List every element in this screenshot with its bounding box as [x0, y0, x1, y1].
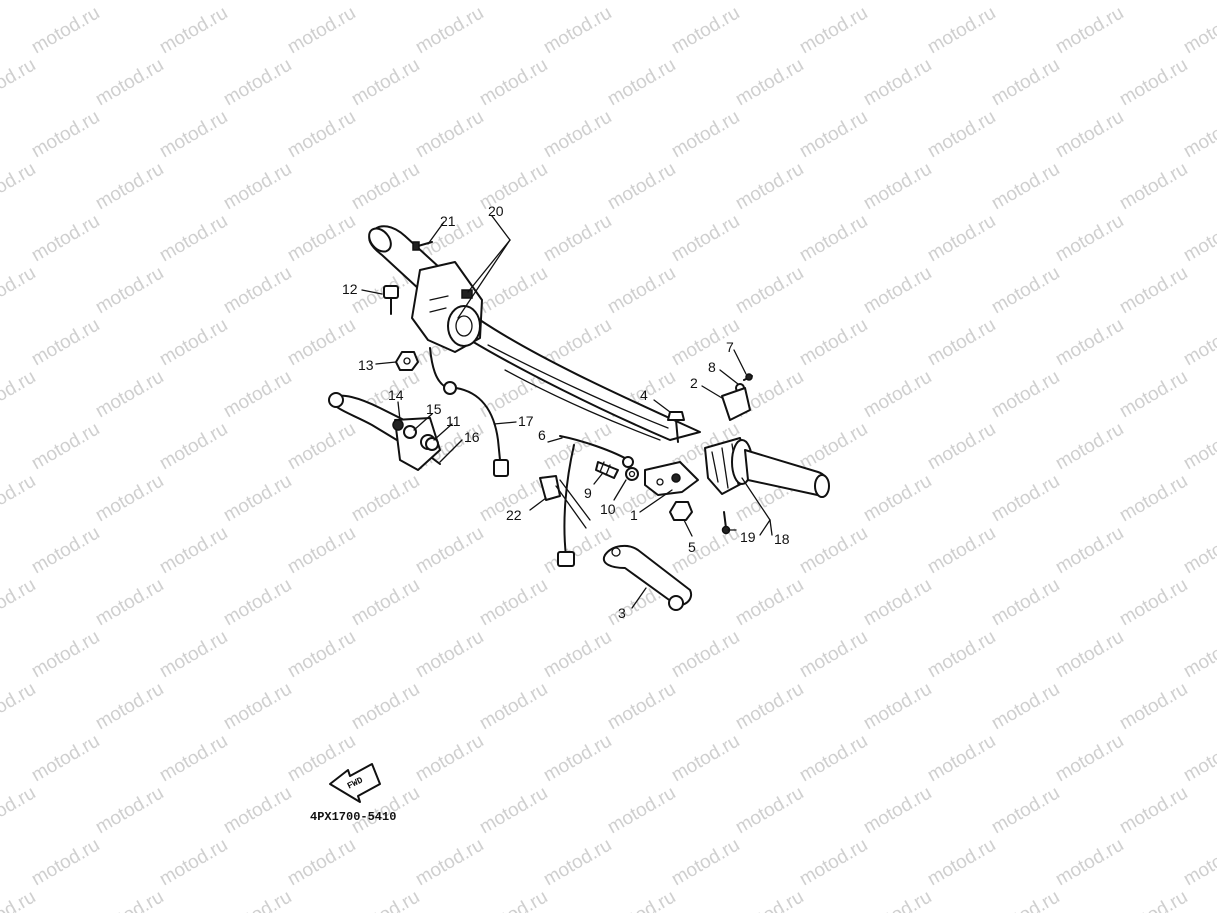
- right-switch-housing: [704, 437, 753, 495]
- callout-14: 14: [388, 387, 404, 403]
- callout-15: 15: [426, 401, 442, 417]
- callout-5: 5: [688, 539, 696, 555]
- callout-22: 22: [506, 507, 522, 523]
- lever-bracket: [644, 461, 699, 496]
- callout-13: 13: [358, 357, 374, 373]
- callout-9: 9: [584, 485, 592, 501]
- forward-direction-arrow: FWD: [329, 763, 381, 803]
- callout-8: 8: [708, 359, 716, 375]
- callout-11: 11: [446, 413, 461, 429]
- handlebar: [469, 319, 701, 441]
- cable-6: [557, 435, 634, 567]
- leader-lines: [361, 215, 773, 609]
- right-grip: [744, 449, 830, 498]
- callout-7: 7: [726, 339, 734, 355]
- callout-4: 4: [640, 387, 648, 403]
- callout-17: 17: [518, 413, 534, 429]
- callout-21: 21: [440, 213, 456, 229]
- callout-19: 19: [740, 529, 756, 545]
- callout-1: 1: [630, 507, 638, 523]
- callout-12: 12: [342, 281, 358, 297]
- callout-6: 6: [538, 427, 546, 443]
- callout-labels: 1 2 3 4 5 6 7 8 9 10 11 12 13 14 15 16 1…: [342, 203, 790, 621]
- right-lever: [602, 544, 693, 611]
- callout-2: 2: [690, 375, 698, 391]
- callout-18: 18: [774, 531, 790, 547]
- callout-16: 16: [464, 429, 480, 445]
- switch-cable-17: [429, 347, 509, 477]
- callout-10: 10: [600, 501, 616, 517]
- callout-20: 20: [488, 203, 504, 219]
- diagram-code: 4PX1700-5410: [310, 810, 396, 824]
- left-switch-housing: [411, 261, 483, 353]
- bracket-22: [539, 475, 591, 529]
- callout-3: 3: [618, 605, 626, 621]
